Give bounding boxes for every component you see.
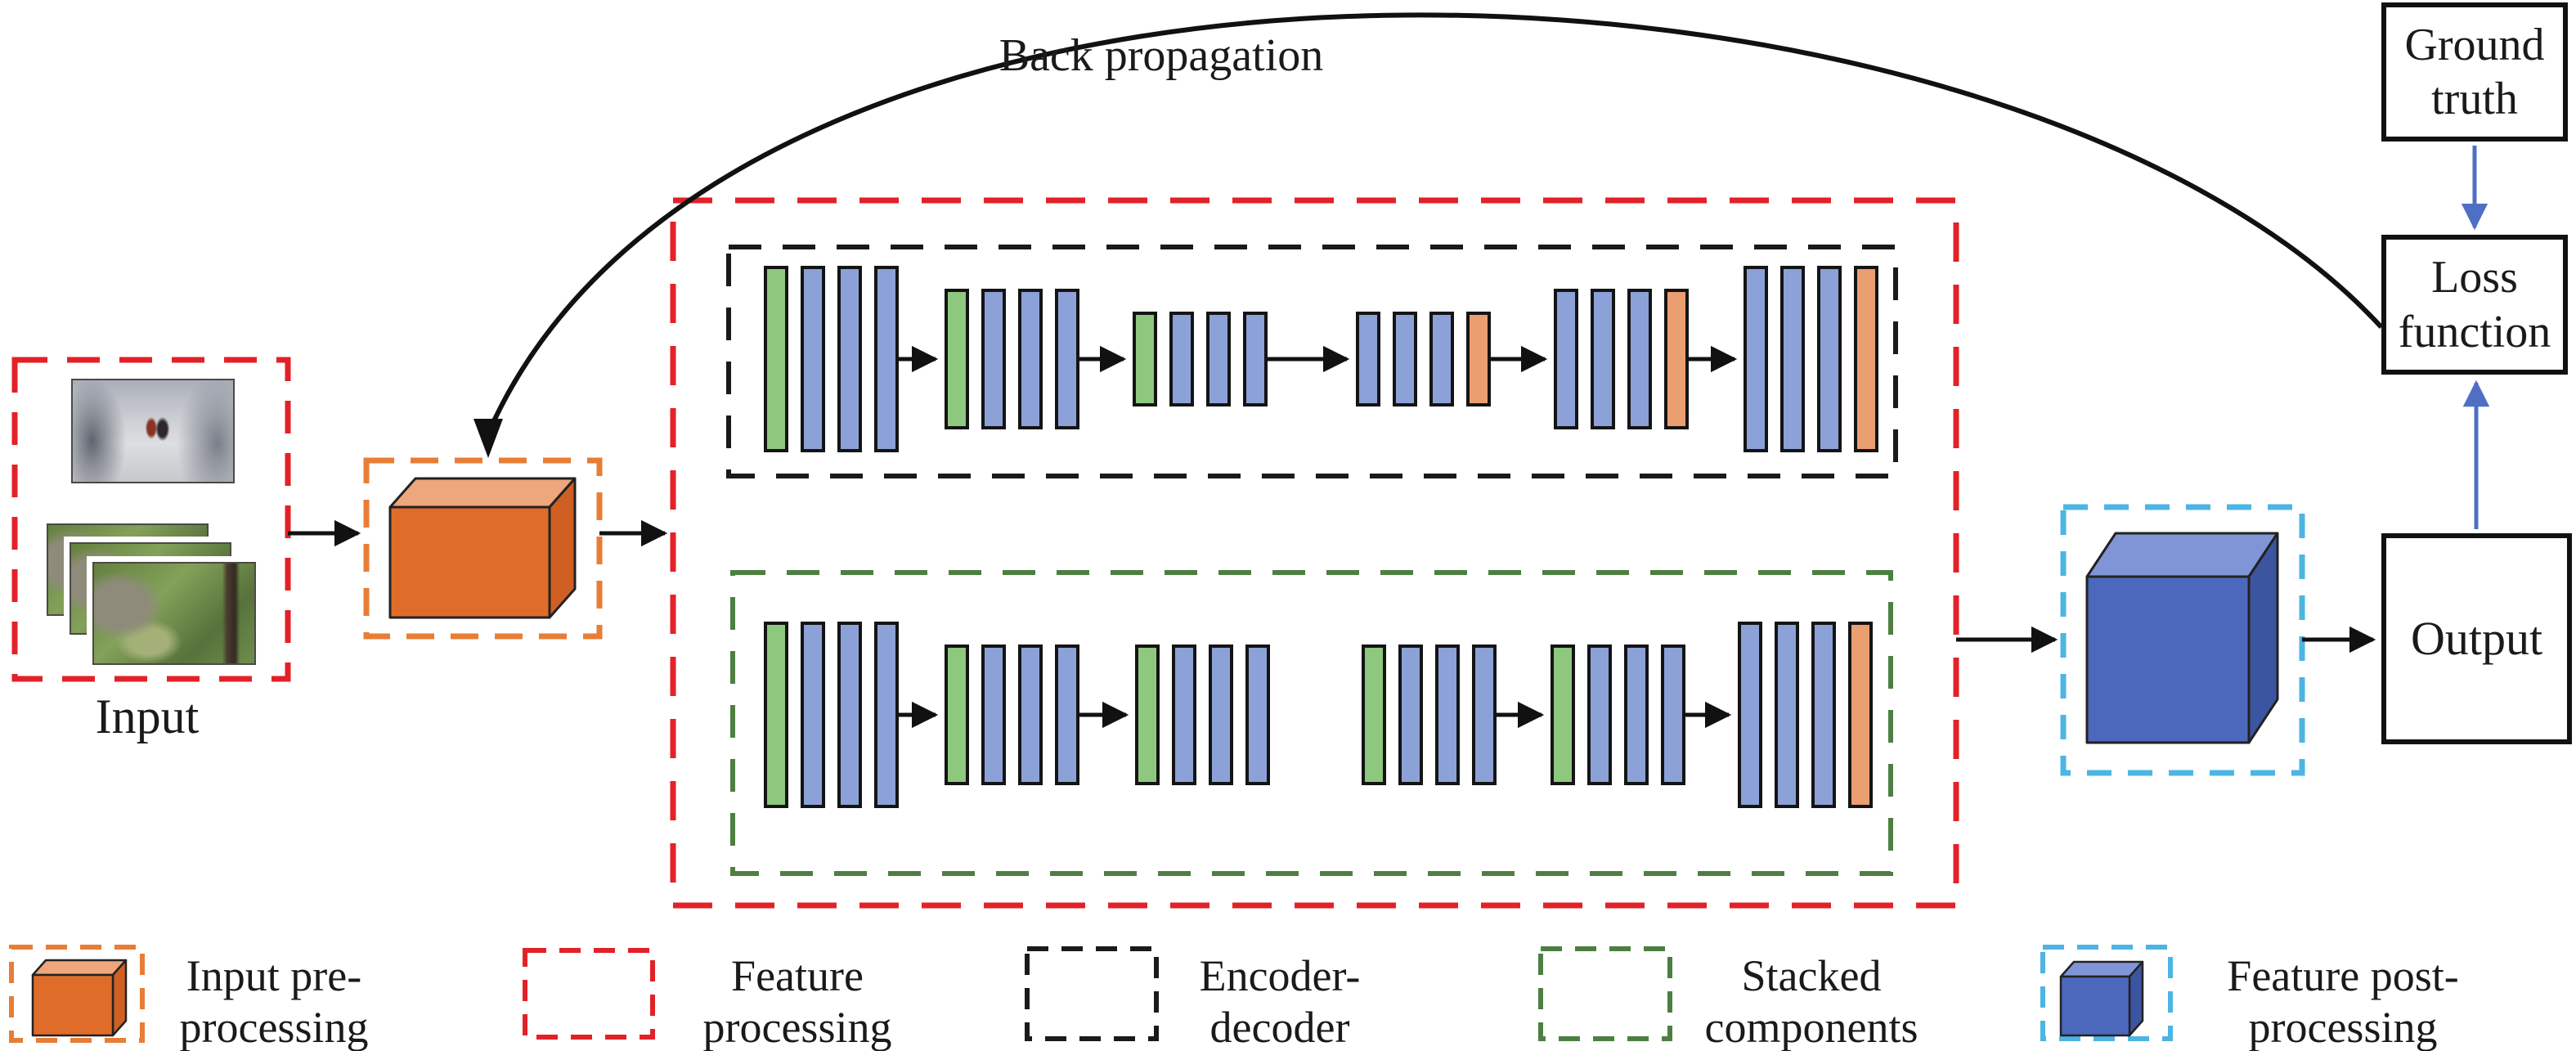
encoder-decoder-layer-bar-orange — [1854, 266, 1878, 452]
encoder-decoder-layer-bar-blue — [1817, 266, 1842, 452]
back-propagation-curve — [486, 12, 2384, 435]
stacked-components-layer-bar-blue — [1738, 622, 1762, 808]
orange-cube-icon — [388, 477, 577, 619]
input-label: Input — [95, 689, 200, 743]
stacked-components-layer-bar-blue — [1775, 622, 1799, 808]
legend-swatch-feature-processing — [523, 948, 655, 1040]
encoder-decoder-layer-bar-blue — [1055, 289, 1079, 429]
stacked-components-layer-bar-green — [1362, 645, 1386, 785]
flow-arrows — [288, 345, 2376, 729]
stacked-components-layer-bar-blue — [1245, 645, 1270, 785]
stacked-components-layer-bar-blue — [1172, 645, 1196, 785]
stacked-components-layer-bar-blue — [874, 622, 899, 808]
legend-label-stacked-components: Stacked components — [1704, 951, 1919, 1051]
encoder-decoder-layer-bar-green — [1133, 312, 1157, 406]
encoder-decoder-layer-bar-orange — [1664, 289, 1689, 429]
blue-cube-icon — [2085, 532, 2279, 744]
input-box — [11, 357, 291, 682]
stacked-components-layer-bar-blue — [837, 622, 862, 808]
encoder-decoder-layer-bar-blue — [1206, 312, 1231, 406]
encoder-decoder-layer-bar-blue — [1393, 312, 1417, 406]
stacked-components-layer-bar-blue — [1435, 645, 1460, 785]
legend-swatch-encoder-decoder — [1025, 946, 1159, 1041]
legend-swatch-feature-post-processing — [2040, 945, 2173, 1041]
loss-function-box: Loss function — [2381, 235, 2568, 375]
encoder-decoder-layer-bar-blue — [874, 266, 899, 452]
stacked-components-layer-bar-blue — [1018, 645, 1043, 785]
encoder-decoder-layer-bar-blue — [981, 289, 1006, 429]
stacked-components-layer-bar-blue — [1209, 645, 1233, 785]
stacked-components-layer-bar-blue — [1472, 645, 1497, 785]
input-image-nature-frame-3 — [92, 562, 256, 665]
legend-label-feature-post-processing: Feature post- processing — [2227, 951, 2459, 1051]
stacked-components-layer-bar-blue — [981, 645, 1006, 785]
encoder-decoder-layer-bar-blue — [1018, 289, 1043, 429]
legend-swatch-input-pre-processing — [9, 945, 145, 1043]
encoder-decoder-layer-bar-blue — [1591, 289, 1615, 429]
encoder-decoder-layer-bar-blue — [801, 266, 825, 452]
encoder-decoder-layer-bar-blue — [1744, 266, 1768, 452]
output-box: Output — [2381, 533, 2572, 744]
legend-swatch-stacked-components — [1538, 946, 1672, 1041]
stacked-components-layer-bar-blue — [1055, 645, 1079, 785]
legend-label-input-pre-processing: Input pre- processing — [179, 951, 369, 1051]
back-propagation-label: Back propagation — [999, 30, 1324, 81]
input-image-snow-bridge — [71, 379, 235, 483]
stacked-components-layer-bar-blue — [1661, 645, 1685, 785]
legend-orange-cube-icon — [31, 959, 128, 1037]
stacked-components-layer-bar-blue — [1624, 645, 1649, 785]
legend-swatches — [9, 945, 2173, 1043]
stacked-components-layer-bar-green — [1135, 645, 1160, 785]
encoder-decoder-layer-bar-blue — [1554, 289, 1578, 429]
stacked-components-box — [730, 570, 1893, 876]
encoder-decoder-layer-bar-blue — [837, 266, 862, 452]
encoder-decoder-layer-bar-blue — [1429, 312, 1454, 406]
legend-label-encoder-decoder: Encoder- decoder — [1199, 951, 1361, 1051]
ground-truth-box: Ground truth — [2381, 2, 2568, 141]
stacked-components-layer-bar-green — [764, 622, 788, 808]
encoder-decoder-layer-bar-blue — [1356, 312, 1380, 406]
stacked-components-layer-bar-green — [1551, 645, 1575, 785]
encoder-decoder-box — [726, 245, 1898, 478]
encoder-decoder-layer-bar-blue — [1780, 266, 1805, 452]
encoder-decoder-layer-bar-orange — [1466, 312, 1491, 406]
legend-blue-cube-icon — [2059, 960, 2144, 1037]
stacked-components-layer-bar-green — [945, 645, 969, 785]
feature-processing-box — [670, 197, 1959, 909]
stacked-components-layer-bar-blue — [1398, 645, 1423, 785]
stacked-components-layer-bar-blue — [1811, 622, 1836, 808]
stacked-components-layer-bar-blue — [801, 622, 825, 808]
stacked-components-layer-bar-blue — [1587, 645, 1612, 785]
back-propagation-arrowhead-icon — [473, 419, 503, 458]
stacked-components-layer-bar-orange — [1848, 622, 1873, 808]
encoder-decoder-layer-bar-blue — [1243, 312, 1268, 406]
encoder-decoder-layer-bar-blue — [1627, 289, 1652, 429]
encoder-decoder-layer-bar-green — [764, 266, 788, 452]
legend-label-feature-processing: Feature processing — [702, 951, 892, 1051]
encoder-decoder-layer-bar-blue — [1169, 312, 1194, 406]
input-pre-processing-box — [363, 457, 603, 640]
encoder-decoder-layer-bar-green — [945, 289, 969, 429]
